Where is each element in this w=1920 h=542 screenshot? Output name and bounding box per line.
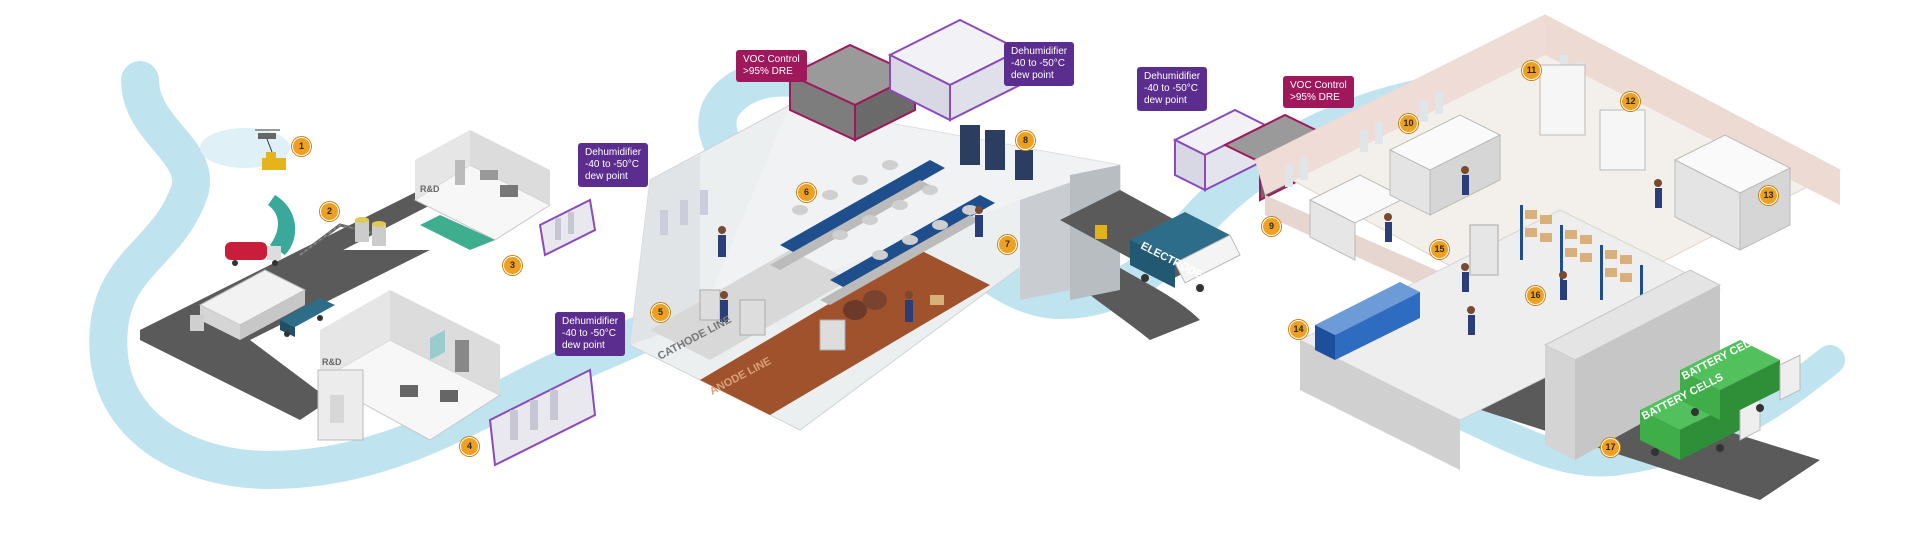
dehumidifier-callout-1: Dehumidifier -40 to -50°C dew point	[578, 143, 649, 187]
dehumidifier-unit-2	[488, 368, 597, 467]
electrode-production-hall	[629, 104, 1121, 431]
step-marker-1: 1	[292, 137, 311, 156]
voc-callout-2: VOC Control >95% DRE	[1283, 76, 1354, 108]
dehumidifier-unit-1	[538, 198, 597, 257]
step-marker-9: 9	[1262, 217, 1281, 236]
raw-materials-area	[190, 129, 386, 340]
rd-lab-1-label: R&D	[420, 184, 440, 194]
battery-cells-truck-2	[1680, 340, 1801, 420]
step-marker-11: 11	[1522, 61, 1541, 80]
step-marker-14: 14	[1289, 320, 1308, 339]
step-marker-5: 5	[651, 303, 670, 322]
dehumidifier-callout-2: Dehumidifier -40 to -50°C dew point	[555, 312, 626, 356]
step-marker-13: 13	[1759, 186, 1778, 205]
rd-lab-1	[413, 130, 552, 250]
drone-icon	[255, 129, 286, 170]
rd-lab-2-label: R&D	[322, 357, 342, 367]
step-marker-15: 15	[1430, 240, 1449, 259]
dehumidifier-callout-3: Dehumidifier -40 to -50°C dew point	[1004, 42, 1075, 86]
step-marker-8: 8	[1016, 131, 1035, 150]
rd-lab-2	[317, 290, 502, 441]
step-marker-12: 12	[1621, 92, 1640, 111]
step-marker-17: 17	[1601, 438, 1620, 457]
step-marker-2: 2	[320, 202, 339, 221]
step-marker-7: 7	[998, 235, 1017, 254]
voc-callout-1: VOC Control >95% DRE	[736, 50, 807, 82]
step-marker-16: 16	[1526, 286, 1545, 305]
step-marker-6: 6	[797, 183, 816, 202]
dehumidifier-callout-4: Dehumidifier -40 to -50°C dew point	[1137, 67, 1208, 111]
step-marker-10: 10	[1399, 114, 1418, 133]
cell-assembly-building	[1253, 14, 1842, 345]
delivery-truck	[280, 298, 335, 337]
roof-dehumidifier-unit	[887, 18, 1023, 122]
tanker-truck	[225, 242, 281, 266]
step-marker-3: 3	[503, 256, 522, 275]
electrodes-truck-dock	[1060, 190, 1241, 292]
step-marker-4: 4	[460, 437, 479, 456]
shipping-dock	[1543, 269, 1801, 460]
